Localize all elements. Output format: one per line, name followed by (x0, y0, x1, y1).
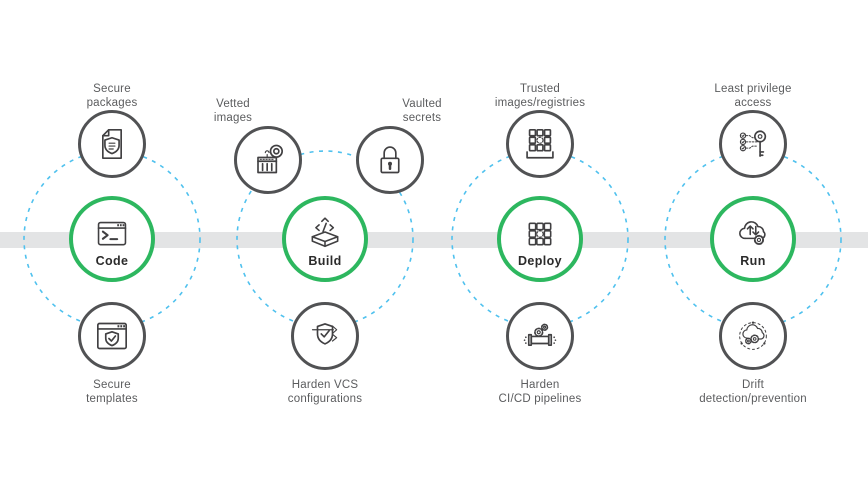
open-box-code-icon (311, 216, 339, 247)
padlock-icon (380, 146, 400, 174)
satellite-label-harden-cicd: Harden CI/CD pipelines (498, 379, 582, 406)
document-shield-icon (102, 129, 122, 160)
stage-build: Build (282, 196, 368, 282)
stage-label-build: Build (308, 253, 342, 268)
satellite-vetted-images (234, 126, 302, 194)
satellite-label-harden-vcs: Harden VCS configurations (287, 379, 363, 406)
satellite-label-least-privilege: Least privilege access (714, 83, 792, 110)
key-permissions-icon (739, 130, 767, 157)
satellite-trusted-images (506, 110, 574, 178)
pipeline-bar (0, 232, 868, 248)
stage-label-code: Code (95, 253, 129, 268)
satellite-least-privilege (719, 110, 787, 178)
satellite-label-vaulted-secrets: Vaulted secrets (402, 98, 442, 125)
stage-run: Run (710, 196, 796, 282)
satellite-harden-cicd (506, 302, 574, 370)
registry-grid-tray-icon (526, 129, 554, 159)
container-inspect-icon (257, 144, 283, 174)
cloud-gears-monitor-icon (739, 321, 767, 350)
satellite-label-secure-templates: Secure templates (86, 379, 138, 406)
satellite-label-drift-detection: Drift detection/prevention (699, 379, 807, 406)
satellite-drift-detection (719, 302, 787, 370)
window-shield-check-icon (97, 322, 127, 350)
stage-code: Code (69, 196, 155, 282)
terminal-window-icon (97, 221, 127, 245)
satellite-vaulted-secrets (356, 126, 424, 194)
stage-deploy: Deploy (497, 196, 583, 282)
stage-label-deploy: Deploy (517, 253, 563, 268)
orbit-circle-build (236, 150, 414, 328)
satellite-harden-vcs (291, 302, 359, 370)
satellite-label-trusted-images: Trusted images/registries (494, 83, 586, 110)
cloud-sync-gear-icon (739, 220, 766, 245)
stage-label-run: Run (740, 253, 766, 268)
grid-dashed-center-icon (528, 222, 552, 245)
shield-check-branch-icon (311, 323, 338, 345)
satellite-label-secure-packages: Secure packages (86, 83, 138, 110)
orbit-circle-deploy (451, 150, 629, 328)
satellite-secure-templates (78, 302, 146, 370)
orbit-circle-run (664, 150, 842, 328)
pipeline-gears-icon (523, 323, 557, 346)
orbit-circle-code (23, 150, 201, 328)
satellite-label-vetted-images: Vetted images (213, 98, 253, 125)
satellite-secure-packages (78, 110, 146, 178)
